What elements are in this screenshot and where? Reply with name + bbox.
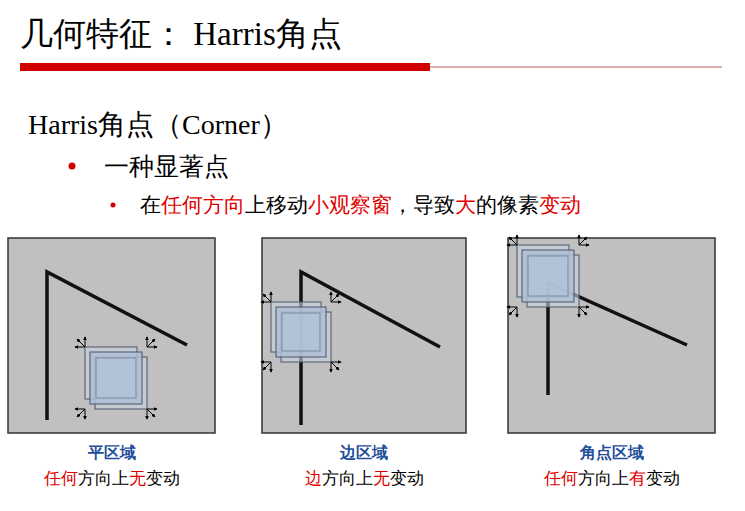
bullet-dot [111, 203, 116, 208]
title-rule [430, 67, 722, 68]
region-note: 任何方向上有变动 [544, 467, 680, 490]
region-panel: 平区域任何方向上无变动 [8, 238, 215, 490]
observation-window [75, 337, 157, 419]
region-note: 边方向上无变动 [305, 467, 424, 490]
corner-panel [508, 238, 715, 433]
title-bar [20, 63, 430, 71]
region-name: 角点区域 [580, 443, 644, 464]
region-name: 边区域 [340, 443, 388, 464]
edge-panel [262, 238, 466, 433]
bullet-dot [69, 163, 76, 170]
region-note: 任何方向上无变动 [44, 467, 180, 490]
flat-panel [8, 238, 215, 433]
slide-title: 几何特征： Harris角点 [20, 12, 342, 57]
region-panel: 边区域边方向上无变动 [262, 238, 466, 490]
bullet-text: 一种显著点 [104, 150, 229, 183]
bullet-text: 在任何方向上移动小观察窗，导致大的像素变动 [140, 191, 581, 219]
observation-window [261, 292, 341, 372]
region-name: 平区域 [88, 443, 136, 464]
heading: Harris角点（Corner） [28, 106, 288, 144]
observation-window [507, 235, 589, 317]
region-panel: 角点区域任何方向上有变动 [508, 238, 715, 490]
